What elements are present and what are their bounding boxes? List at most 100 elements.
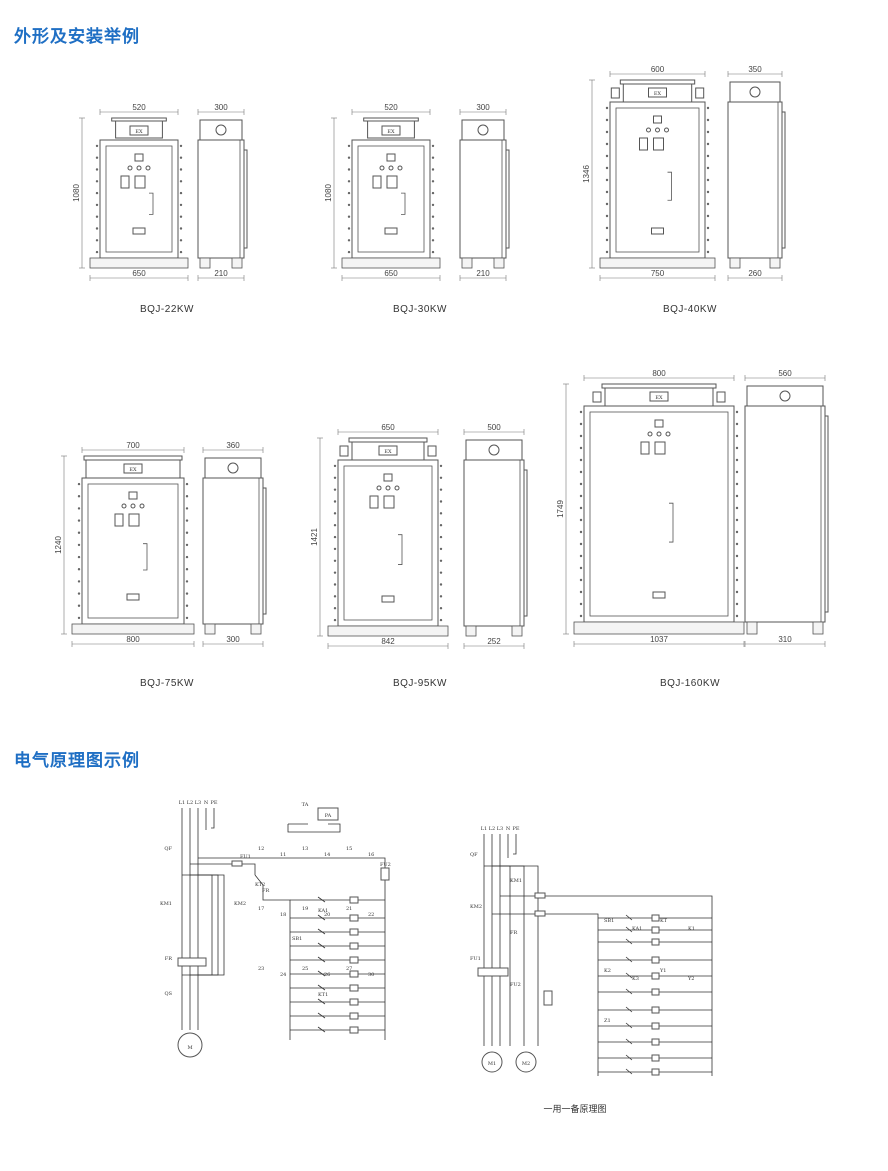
bolt bbox=[706, 178, 710, 182]
selector-switch bbox=[654, 441, 666, 455]
dim-front-top: 520 bbox=[384, 103, 398, 112]
motor-m1 bbox=[481, 1051, 503, 1073]
fuse-fu1 bbox=[534, 892, 546, 899]
bolt bbox=[706, 166, 710, 170]
bolt bbox=[347, 203, 351, 207]
bolt bbox=[439, 535, 443, 539]
relay-coil bbox=[651, 988, 660, 996]
component-label: Y2 bbox=[687, 976, 694, 982]
cable-gland bbox=[716, 391, 726, 403]
wire-number: 23 bbox=[258, 966, 264, 972]
front-view: EX bbox=[71, 455, 195, 635]
bolt bbox=[605, 154, 609, 158]
bolt bbox=[579, 506, 583, 510]
ex-label: EX bbox=[384, 449, 392, 455]
pe-line bbox=[211, 808, 215, 829]
breaker-handle bbox=[639, 137, 648, 151]
component-label: KA1 bbox=[632, 926, 642, 932]
dim-front-base: 650 bbox=[384, 269, 398, 278]
bolt bbox=[735, 458, 739, 462]
nameplate bbox=[652, 591, 666, 599]
section-title-outline: 外形及安装举例 bbox=[14, 27, 140, 47]
bolt bbox=[706, 118, 710, 122]
side-body bbox=[727, 101, 783, 259]
supply-label: L3 bbox=[497, 826, 504, 832]
breaker-handle bbox=[640, 441, 650, 455]
bolt bbox=[735, 602, 739, 606]
bolt bbox=[77, 531, 81, 534]
bolt bbox=[579, 542, 583, 546]
control-bus-left bbox=[492, 913, 599, 1076]
relay-coil bbox=[651, 1022, 660, 1030]
bolt bbox=[605, 142, 609, 146]
bolt bbox=[185, 543, 189, 547]
bolt bbox=[605, 202, 609, 206]
side-hinge bbox=[781, 111, 786, 249]
front-view: EX bbox=[327, 437, 449, 637]
ex-label: EX bbox=[387, 129, 395, 135]
control-component-label: KA1 bbox=[318, 908, 328, 914]
door-handle bbox=[667, 171, 672, 201]
bolt bbox=[579, 422, 583, 426]
supply-label: L2 bbox=[187, 800, 194, 806]
dim-side-base: 310 bbox=[778, 635, 792, 644]
relay-coil bbox=[651, 914, 660, 922]
control-component-label: SB1 bbox=[292, 936, 302, 942]
cable-gland bbox=[610, 87, 620, 99]
fr-block bbox=[477, 967, 509, 977]
contact bbox=[625, 938, 633, 945]
bolt bbox=[439, 476, 443, 479]
bolt bbox=[179, 239, 183, 242]
contact bbox=[625, 988, 633, 995]
bolt bbox=[185, 580, 189, 583]
bolt bbox=[185, 616, 189, 620]
dim-front-base: 842 bbox=[381, 637, 395, 646]
relay-coil bbox=[651, 926, 660, 934]
junction-lid bbox=[348, 437, 428, 443]
bolt bbox=[431, 191, 435, 195]
section-title-schematic: 电气原理图示例 bbox=[14, 751, 140, 771]
bolt bbox=[431, 227, 435, 230]
junction-lid bbox=[83, 455, 183, 461]
bolt bbox=[185, 495, 189, 498]
push-button bbox=[394, 485, 400, 491]
dim-front-base: 1037 bbox=[650, 635, 668, 644]
push-button bbox=[656, 431, 662, 437]
door-handle bbox=[149, 192, 154, 215]
relay-coil bbox=[651, 956, 660, 964]
side-view bbox=[727, 81, 786, 269]
bolt bbox=[347, 215, 351, 218]
component-label: KM1 bbox=[510, 878, 522, 884]
nameplate bbox=[132, 227, 146, 235]
dim-front-top: 650 bbox=[381, 423, 395, 432]
bolt bbox=[185, 568, 189, 571]
dim-front-top: 700 bbox=[126, 441, 140, 450]
front-view: EX bbox=[573, 383, 745, 635]
bolt bbox=[735, 578, 739, 582]
bolt bbox=[735, 590, 739, 594]
standby-branch bbox=[492, 865, 525, 1046]
bolt bbox=[579, 578, 583, 582]
bolt bbox=[333, 464, 337, 468]
dim-front-base: 750 bbox=[651, 269, 665, 278]
bolt bbox=[431, 239, 435, 242]
relay-coil bbox=[349, 914, 359, 922]
bolt bbox=[333, 618, 337, 622]
bolt bbox=[179, 215, 183, 218]
side-foot bbox=[729, 257, 741, 269]
bolt bbox=[333, 583, 337, 586]
bolt bbox=[579, 554, 583, 558]
component-label: Z1 bbox=[604, 1018, 611, 1024]
dim-side-top: 500 bbox=[487, 423, 501, 432]
dim-side-top: 300 bbox=[214, 103, 228, 112]
bolt bbox=[706, 238, 710, 242]
supply-label: L1 bbox=[179, 800, 186, 806]
bolt bbox=[431, 156, 435, 159]
bolt bbox=[706, 250, 710, 254]
push-button bbox=[664, 127, 669, 133]
bolt bbox=[439, 500, 443, 503]
bolt bbox=[347, 250, 351, 254]
bolt bbox=[431, 144, 435, 148]
component-label: KT bbox=[660, 918, 668, 924]
